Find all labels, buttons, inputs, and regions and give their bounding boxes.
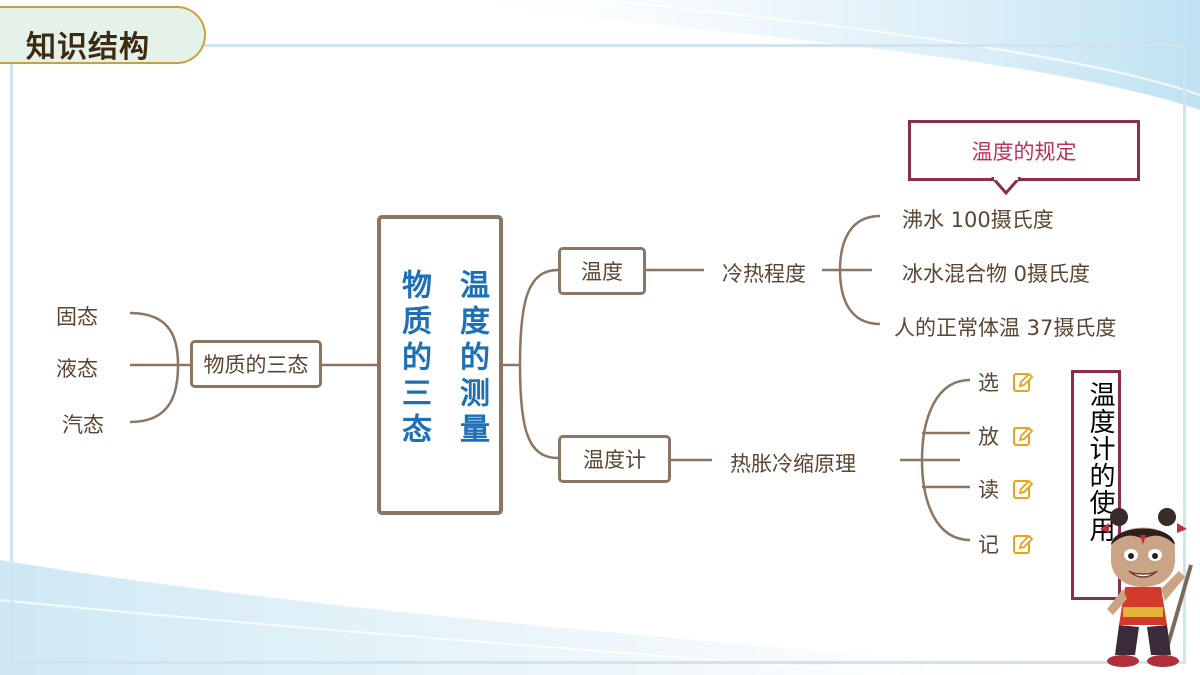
temperature-sub: 冷热程度 xyxy=(722,262,806,286)
edit-icon[interactable] xyxy=(1012,533,1034,555)
node-three-states: 物质的三态 xyxy=(190,340,322,388)
state-gas: 汽态 xyxy=(62,413,104,437)
callout-temperature-rule: 温度的规定 xyxy=(908,120,1140,181)
thermometer-usage-title: 温度计的使用 xyxy=(1085,381,1115,543)
cartoon-character-illustration xyxy=(1100,508,1193,667)
state-liquid: 液态 xyxy=(56,357,98,381)
badge-title: 知识结构 xyxy=(26,30,150,65)
central-col-1: 物质的三态 xyxy=(396,269,431,449)
step-place: 放 xyxy=(978,425,999,449)
edit-icon[interactable] xyxy=(1012,371,1034,393)
central-col-2: 温度的测量 xyxy=(454,269,489,449)
node-temperature: 温度 xyxy=(558,247,646,295)
callout-tail xyxy=(990,177,1022,196)
thermometer-sub: 热胀冷缩原理 xyxy=(730,452,856,476)
step-read: 读 xyxy=(978,478,999,502)
step-select: 选 xyxy=(978,371,999,395)
leaf-ice-water: 冰水混合物 0摄氏度 xyxy=(902,262,1091,286)
node-thermometer: 温度计 xyxy=(558,435,671,483)
step-record: 记 xyxy=(978,533,999,557)
edit-icon[interactable] xyxy=(1012,478,1034,500)
content-frame xyxy=(10,44,1186,664)
state-solid: 固态 xyxy=(56,305,98,329)
title-badge: 知识结构 xyxy=(0,6,206,65)
edit-icon[interactable] xyxy=(1012,425,1034,447)
node-central: 物质的三态 温度的测量 xyxy=(377,215,503,515)
leaf-body-temperature: 人的正常体温 37摄氏度 xyxy=(894,316,1117,340)
leaf-boiling-water: 沸水 100摄氏度 xyxy=(902,208,1054,232)
